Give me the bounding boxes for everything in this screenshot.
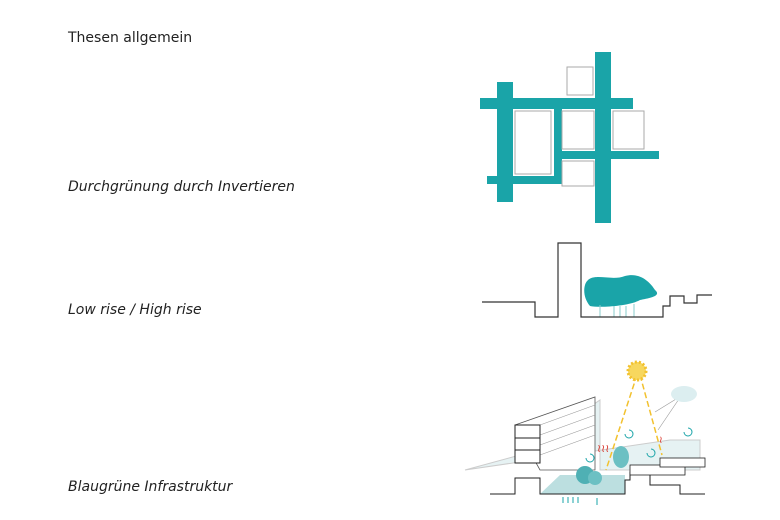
- cloud-icon: [671, 386, 697, 402]
- svg-text:≀≀≀: ≀≀≀: [597, 442, 609, 455]
- thesis-caption-3: Blaugrüne Infrastruktur: [68, 479, 233, 495]
- thesis-caption-1: Durchgrünung durch Invertieren: [68, 179, 295, 195]
- blue-green-infrastructure-illustration: ≀≀≀ ≀: [464, 360, 706, 505]
- page-title: Thesen allgemein: [68, 30, 193, 46]
- inverted-grid-diagram: [480, 52, 659, 223]
- section-skyline-diagram: [482, 242, 712, 318]
- sun-icon: [626, 360, 648, 382]
- thesis-caption-2: Low rise / High rise: [68, 302, 202, 318]
- svg-text:≀: ≀: [659, 435, 663, 446]
